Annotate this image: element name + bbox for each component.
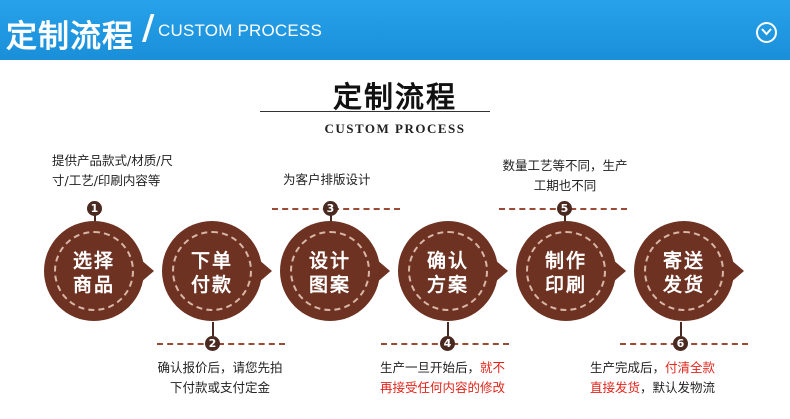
step-6-arrow	[730, 259, 744, 283]
step-1-arrow	[140, 259, 154, 283]
step-1-select-product: 选择 商品	[44, 221, 154, 325]
note-step-6-line2b: ，默认发物流	[640, 380, 716, 395]
note-step-1-line2: 寸/工艺/印刷内容等	[52, 173, 161, 188]
note-step-5-line1: 数量工艺等不同，生产	[502, 158, 628, 173]
page-title: 定制流程	[332, 80, 457, 114]
step-4-confirm-plan: 确认 方案	[398, 221, 508, 325]
step-3-connector	[330, 214, 332, 224]
note-step-5: 数量工艺等不同，生产 工期也不同	[489, 156, 641, 196]
step-3-label-line2: 图案	[308, 274, 351, 296]
step-2-dash-line	[157, 343, 285, 345]
header-title-zh: 定制流程	[6, 19, 134, 55]
step-4-label-line2: 方案	[426, 274, 469, 296]
note-step-5-line2: 工期也不同	[533, 178, 597, 193]
note-step-2: 确认报价后，请您先拍 下付款或支付定金	[150, 358, 290, 398]
note-step-1: 提供产品款式/材质/尺 寸/工艺/印刷内容等	[52, 151, 173, 191]
note-step-2-line2: 下付款或支付定金	[169, 380, 270, 395]
step-4-arrow	[494, 259, 508, 283]
chevron-down-circle-icon[interactable]	[756, 22, 777, 43]
step-6-label-line2: 发货	[662, 274, 705, 296]
step-2-order-payment: 下单 付款	[162, 221, 272, 325]
step-1-label-line1: 选择	[72, 250, 115, 272]
title-divider	[260, 111, 490, 112]
page-subtitle: CUSTOM PROCESS	[324, 121, 466, 136]
note-step-6: 生产完成后，付清全款 直接发货，默认发物流	[590, 358, 715, 398]
step-4-label-line1: 确认	[426, 250, 469, 272]
step-6-shipping: 寄送 发货	[634, 221, 744, 325]
header-bar: 定制流程 / CUSTOM PROCESS	[0, 0, 790, 60]
note-step-4-line1b: 就不	[480, 360, 506, 375]
step-5-arrow	[612, 259, 626, 283]
header-title-en: CUSTOM PROCESS	[158, 21, 323, 40]
step-6-number: 6	[673, 336, 688, 351]
step-6-connector	[680, 322, 682, 336]
step-3-design: 设计 图案	[280, 221, 390, 325]
step-5-production: 制作 印刷	[516, 221, 626, 325]
step-2-label-line1: 下单	[190, 250, 233, 272]
step-3-arrow	[376, 259, 390, 283]
step-3-label-line1: 设计	[308, 250, 351, 272]
note-step-6-line1b: 付清全款	[665, 360, 716, 375]
note-step-3-line1: 为客户排版设计	[283, 172, 371, 187]
step-2-number: 2	[205, 336, 220, 351]
step-3-number: 3	[323, 201, 338, 216]
note-step-4: 生产一旦开始后，就不 再接受任何内容的修改	[380, 358, 505, 398]
note-step-6-line2a: 直接发货	[590, 380, 641, 395]
note-step-2-line1: 确认报价后，请您先拍	[157, 360, 283, 375]
step-5-connector	[564, 214, 566, 224]
step-4-connector	[447, 322, 449, 336]
step-6-label-line1: 寄送	[662, 250, 705, 272]
step-1-number: 1	[87, 201, 102, 216]
step-2-connector	[212, 322, 214, 336]
step-5-label-line2: 印刷	[544, 274, 587, 296]
step-5-label-line1: 制作	[544, 250, 587, 272]
header-separator: /	[142, 8, 155, 48]
note-step-1-line1: 提供产品款式/材质/尺	[52, 153, 173, 168]
step-2-label-line2: 付款	[190, 274, 233, 296]
step-2-arrow	[258, 259, 272, 283]
note-step-6-line1a: 生产完成后，	[590, 360, 666, 375]
step-1-connector	[94, 214, 96, 224]
step-1-label-line2: 商品	[72, 274, 115, 296]
note-step-4-line1a: 生产一旦开始后，	[380, 360, 481, 375]
note-step-4-line2: 再接受任何内容的修改	[380, 380, 506, 395]
note-step-3: 为客户排版设计	[283, 170, 371, 190]
step-4-number: 4	[440, 336, 455, 351]
step-5-number: 5	[557, 201, 572, 216]
